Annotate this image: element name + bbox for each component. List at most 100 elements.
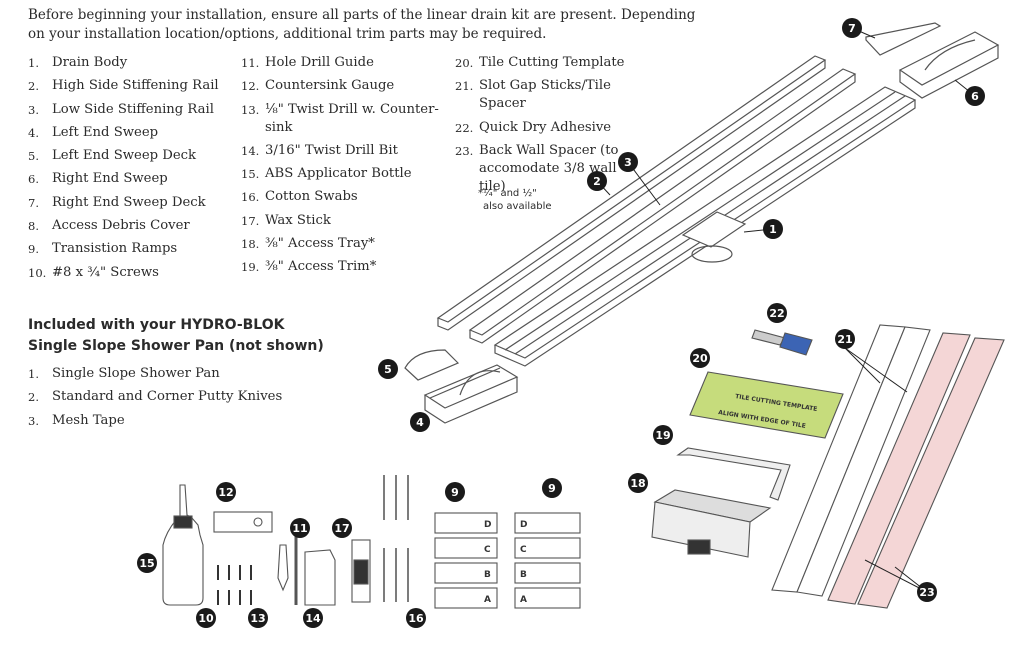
svg-text:9: 9	[548, 482, 556, 495]
svg-text:3: 3	[624, 156, 632, 169]
callout-9b: 9	[542, 478, 562, 498]
parts-list-column-3: 20. Tile Cutting Template 21. Slot Gap Stic…	[455, 54, 655, 201]
item-name: Left End Sweep Deck	[52, 148, 197, 164]
list-item: 5. Left End Sweep Deck	[28, 147, 238, 165]
item-name: Mesh Tape	[52, 412, 125, 428]
item-number: 11.	[241, 56, 260, 70]
list-item: 12.Countersink Gauge	[241, 77, 446, 95]
callout-14: 14	[303, 608, 323, 628]
item-name: Slot Gap Sticks/Tile Spacer	[479, 78, 611, 112]
item-number: 10.	[28, 265, 47, 280]
list-item: 19. ⅜" Access Trim*	[241, 258, 446, 276]
list-item: 10. #8 x ¾" Screws	[28, 264, 238, 282]
svg-text:2: 2	[593, 175, 601, 188]
item-number: 13.	[241, 102, 260, 117]
item-number: 1.	[28, 56, 39, 70]
svg-text:5: 5	[384, 363, 392, 376]
svg-text:22: 22	[769, 307, 784, 320]
footnote-line-2: also available	[483, 201, 552, 212]
callout-19: 19	[653, 425, 673, 445]
svg-text:1: 1	[769, 223, 777, 236]
callout-15: 15	[137, 553, 157, 573]
callout-4: 4	[410, 412, 430, 432]
svg-text:11: 11	[292, 522, 307, 535]
callout-17: 17	[332, 518, 352, 538]
list-item: 7.Right End Sweep Deck	[28, 194, 238, 212]
callout-3: 3	[618, 152, 638, 172]
item-name: ⅜" Access Tray*	[265, 236, 375, 252]
callout-22: 22	[767, 303, 787, 323]
item-number: 4.	[28, 125, 39, 140]
drain-assembly-drawing	[404, 22, 1000, 424]
included-heading-line-1: Included with your HYDRO-BLOK	[28, 317, 285, 333]
ramp-letter: B	[484, 570, 491, 580]
item-number: 16.	[241, 190, 260, 205]
item-number: 7.	[28, 195, 39, 210]
list-item: 18. ⅜" Access Tray*	[241, 235, 446, 253]
footnote-line-1: *¼" and ½"	[478, 188, 537, 199]
item-name: ABS Applicator Bottle	[265, 166, 412, 182]
list-item: 21. Slot Gap Sticks/Tile Spacer	[455, 77, 655, 113]
callout-12: 12	[216, 482, 236, 502]
item-number: 3.	[28, 102, 39, 117]
list-item: 13. ⅛" Twist Drill w. Counter-sink	[241, 101, 446, 137]
callout-9a: 9	[445, 482, 465, 502]
callout-7: 7	[842, 18, 862, 38]
list-item: 3. Low Side Stiffening Rail	[28, 101, 238, 119]
item-name: ⅛" Twist Drill w. Counter-sink	[265, 101, 439, 135]
list-item: 9. Transistion Ramps	[28, 240, 238, 258]
item-name: Tile Cutting Template	[479, 55, 625, 70]
item-number: 15.	[241, 167, 260, 182]
item-number: 3.	[28, 413, 39, 428]
callout-10: 10	[196, 608, 216, 628]
included-heading-line-2: Single Slope Shower Pan (not shown)	[28, 338, 324, 354]
svg-text:20: 20	[692, 352, 708, 365]
item-number: 5.	[28, 149, 39, 164]
item-name: Standard and Corner Putty Knives	[52, 389, 283, 405]
svg-text:7: 7	[848, 22, 856, 35]
item-number: 8.	[28, 219, 39, 234]
svg-text:16: 16	[408, 612, 424, 625]
item-name: Drain Body	[52, 55, 128, 70]
intro-text: Before beginning your installation, ensu…	[28, 7, 696, 42]
list-item: 1. Drain Body	[28, 54, 238, 72]
small-parts-drawing	[162, 475, 581, 609]
ramp-letter: C	[520, 545, 527, 555]
ramp-letter: A	[520, 595, 527, 605]
item-name: Single Slope Shower Pan	[52, 366, 220, 381]
svg-text:9: 9	[451, 486, 459, 499]
callout-20: 20	[690, 348, 710, 368]
footnote: *¼" and ½" also available	[478, 187, 552, 213]
callout-18: 18	[628, 473, 648, 493]
item-number: 2.	[28, 79, 39, 94]
item-name: Low Side Stiffening Rail	[52, 101, 214, 117]
item-number: 17.	[241, 213, 260, 228]
item-name: ⅜" Access Trim*	[265, 259, 377, 275]
svg-text:19: 19	[655, 429, 670, 442]
list-item: 14.3/16" Twist Drill Bit	[241, 142, 446, 160]
svg-text:6: 6	[971, 90, 979, 103]
item-number: 1.	[28, 367, 39, 381]
item-name: Transistion Ramps	[52, 241, 178, 257]
item-number: 19.	[241, 260, 260, 275]
callout-21: 21	[835, 329, 855, 349]
item-number: 18.	[241, 237, 260, 252]
item-number: 6.	[28, 172, 39, 187]
included-heading: Included with your HYDRO-BLOK Single Slo…	[28, 315, 324, 357]
svg-text:15: 15	[139, 557, 154, 570]
callout-16: 16	[406, 608, 426, 628]
item-number: 21.	[455, 79, 474, 94]
svg-text:17: 17	[334, 522, 349, 535]
list-item: 15. ABS Applicator Bottle	[241, 165, 446, 183]
item-number: 9.	[28, 242, 39, 257]
item-name: Access Debris Cover	[52, 218, 190, 234]
item-name: #8 x ¾" Screws	[52, 264, 159, 280]
ramp-letter: C	[484, 545, 491, 555]
list-item: 17.Wax Stick	[241, 212, 446, 230]
item-number: 20.	[455, 56, 474, 70]
list-item: 22.Quick Dry Adhesive	[455, 119, 655, 137]
item-name: Right End Sweep	[52, 171, 168, 187]
svg-text:14: 14	[305, 612, 321, 625]
svg-text:12: 12	[218, 486, 233, 499]
